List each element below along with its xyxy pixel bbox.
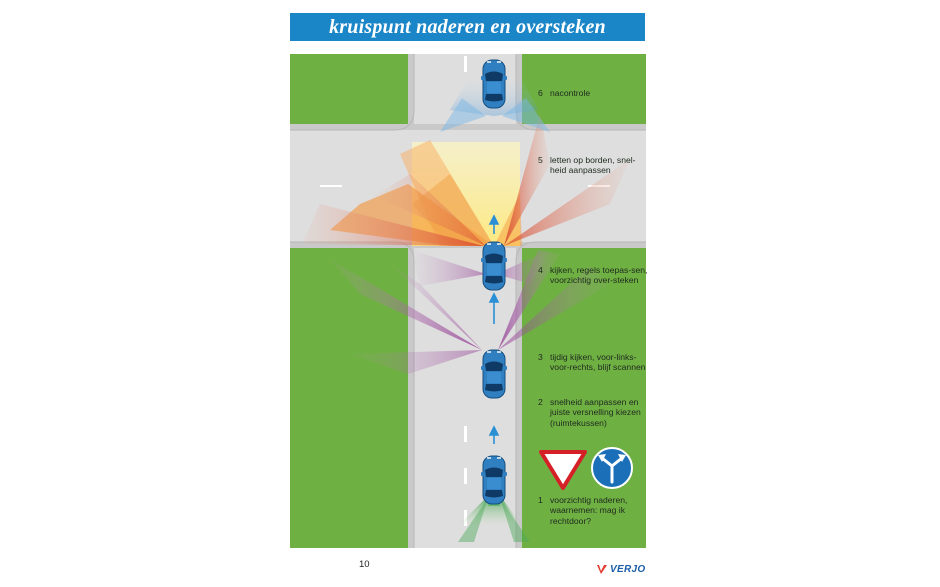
page-number: 10 (359, 559, 370, 570)
step-5-label: 5 letten op borden, snel-heid aanpassen (538, 155, 636, 176)
page-title: kruispunt naderen en oversteken (329, 15, 606, 38)
step-1-label: 1 voorzichtig naderen, waarnemen: mag ik… (538, 495, 628, 526)
direction-sign-icon (591, 447, 633, 489)
step-6-label: 6 nacontrole (538, 88, 591, 98)
step-2-label: 2 snelheid aanpassen en juiste versnelli… (538, 397, 641, 428)
car-step-1 (480, 455, 508, 505)
brand-name: VERJO (610, 564, 646, 575)
car-step-6 (480, 59, 508, 109)
intersection-diagram (290, 54, 646, 548)
step-3-label: 3 tijdig kijken, voor-links-voor-rechts,… (538, 352, 646, 373)
car-step-4 (480, 241, 508, 291)
step-4-label: 4 kijken, regels toepas-sen, voorzichtig… (538, 265, 648, 286)
brand-logo: VERJO (596, 564, 645, 575)
brand-mark-icon (597, 565, 607, 574)
yield-sign-icon (539, 450, 587, 490)
title-banner: kruispunt naderen en oversteken (290, 13, 645, 41)
car-step-3 (480, 349, 508, 399)
